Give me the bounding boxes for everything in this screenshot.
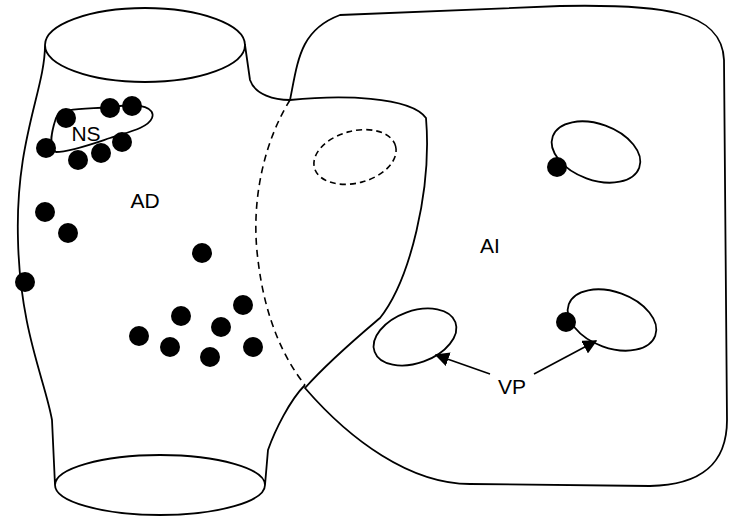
right-atrium-outline [10,3,310,517]
structure-label: VP [498,376,526,397]
right-atrium: AD NS [10,3,310,517]
region-label: NS [71,123,100,144]
leader-arrow [436,355,490,374]
left-atrium-outline [283,2,730,492]
sinus-node: NS [40,96,160,160]
atrial-septum [256,100,305,385]
hidden-vessel-ostium [308,121,403,193]
pulmonary-vein [366,298,465,376]
left-atrium: AI [283,2,730,492]
sinus-node-outline-path [51,105,152,152]
left-atrium-outline-path [290,6,727,486]
region-label: AD [130,190,159,211]
leader-arrow [534,341,596,374]
right-atrium-outline-path [18,8,305,515]
focus-dots [15,96,576,367]
region-label: AI [480,235,500,256]
pulmonary-vein [543,110,649,194]
